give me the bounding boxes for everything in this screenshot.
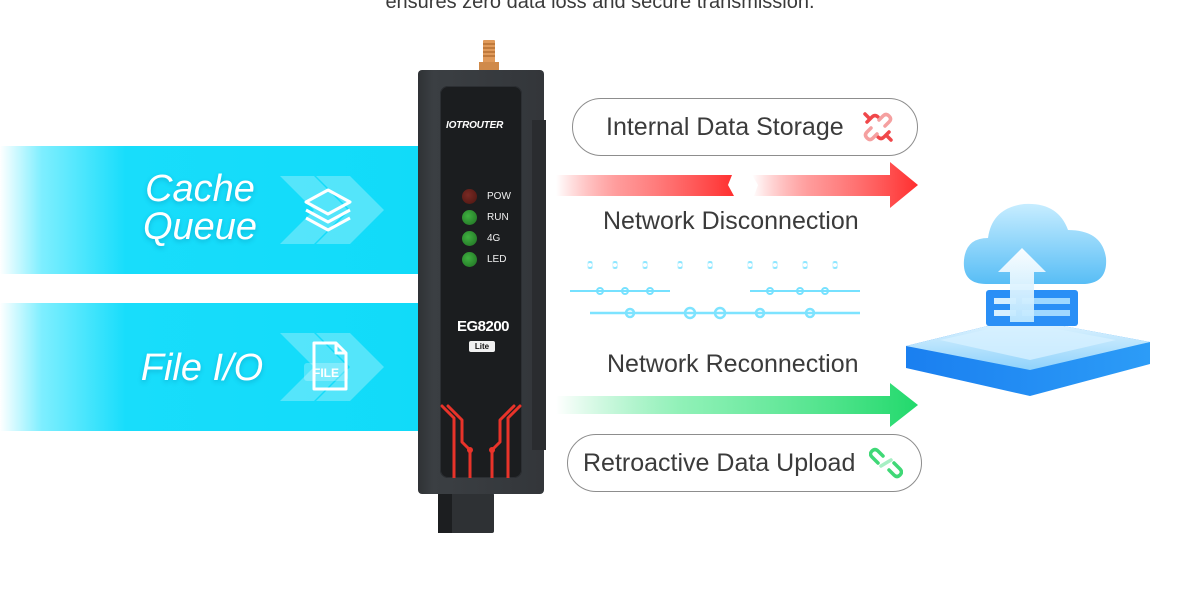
queue-label-line2: Queue xyxy=(142,206,258,248)
binary-stream-icon xyxy=(590,306,860,320)
cache-label-line1: Cache xyxy=(145,168,255,210)
link-icon xyxy=(869,447,903,479)
indicator-run: RUN xyxy=(462,210,532,226)
device-accent-lines xyxy=(440,404,522,478)
indicator-4g: 4G xyxy=(462,231,532,247)
indicator-label: LED xyxy=(487,254,507,265)
file-io-label: File I/O xyxy=(140,347,264,389)
disconnection-arrow xyxy=(556,162,918,208)
device-side xyxy=(532,120,546,450)
retroactive-data-upload-pill: Retroactive Data Upload xyxy=(567,434,922,492)
file-icon: FILE xyxy=(304,341,348,391)
device-model-variant: Lite xyxy=(469,341,495,352)
network-reconnection-label: Network Reconnection xyxy=(607,350,859,378)
indicator-pow: POW xyxy=(462,189,532,205)
file-icon-text: FILE xyxy=(313,366,339,380)
network-disconnection-label: Network Disconnection xyxy=(603,207,859,235)
run-led-icon xyxy=(462,210,477,225)
cache-queue-label: Cache Queue xyxy=(120,170,280,246)
binary-stream-icon xyxy=(570,287,860,295)
broken-link-icon xyxy=(863,112,893,142)
4g-led-icon xyxy=(462,231,477,246)
device-brand-logo: IOTROUTER xyxy=(446,120,504,131)
file-io-banner: File I/O FILE xyxy=(0,303,418,431)
cache-queue-banner: Cache Queue xyxy=(0,146,418,274)
indicator-label: 4G xyxy=(487,233,501,244)
pow-led-icon xyxy=(462,189,477,204)
device-model: EG8200 xyxy=(456,318,510,335)
layers-icon xyxy=(304,188,352,232)
cloud-upload-server-icon xyxy=(906,203,1150,396)
binary-stream-icon xyxy=(560,261,870,269)
indicator-led: LED xyxy=(462,252,532,268)
reconnection-arrow xyxy=(556,383,918,427)
led-led-icon xyxy=(462,252,477,267)
top-caption: ensures zero data loss and secure transm… xyxy=(385,0,815,13)
retroactive-upload-label: Retroactive Data Upload xyxy=(583,449,856,477)
device-din-clip-edge xyxy=(438,493,452,533)
internal-storage-label: Internal Data Storage xyxy=(606,113,844,141)
indicator-label: RUN xyxy=(487,212,509,223)
internal-data-storage-pill: Internal Data Storage xyxy=(572,98,918,156)
antenna-icon xyxy=(479,40,499,72)
indicator-label: POW xyxy=(487,191,511,202)
